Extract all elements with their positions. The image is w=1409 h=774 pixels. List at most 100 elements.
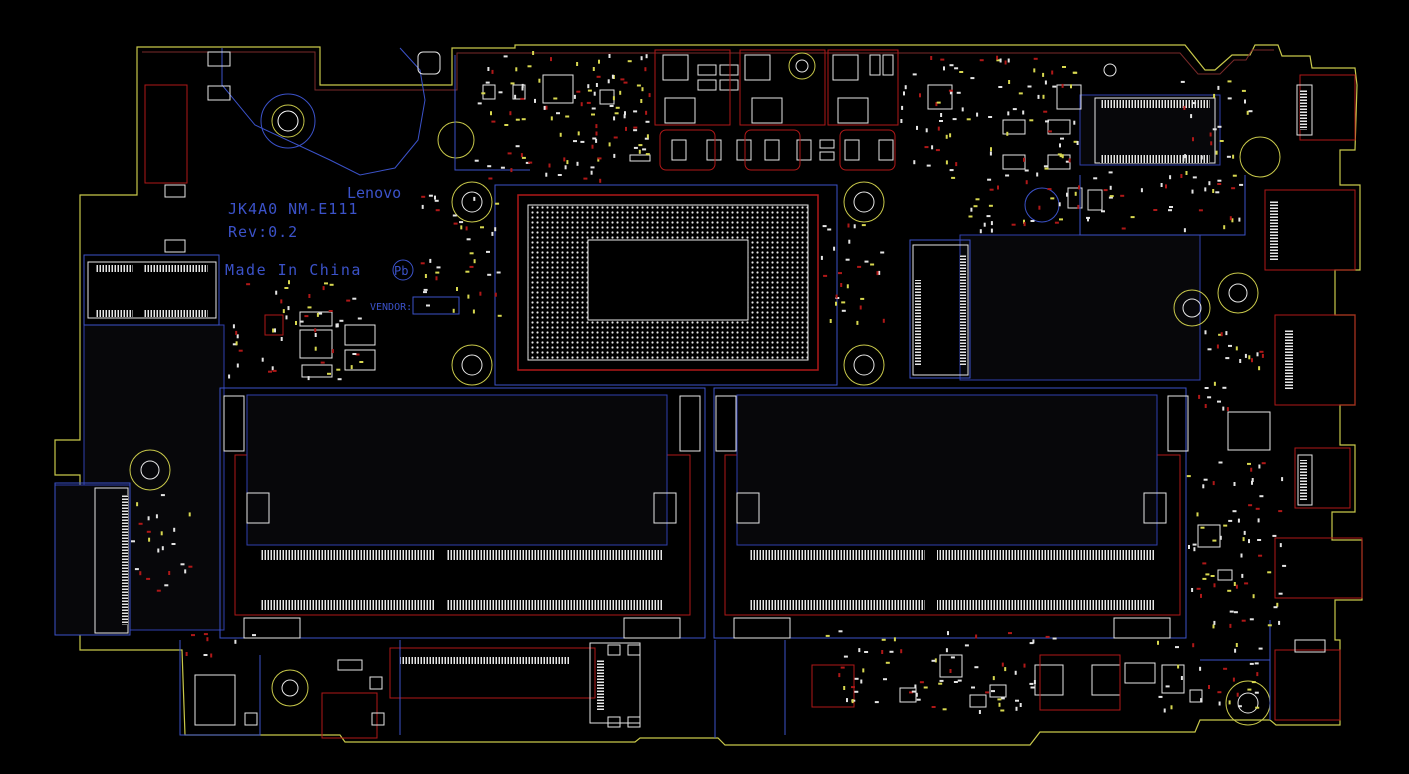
smd-pad <box>870 263 875 266</box>
smd-pad <box>841 309 846 312</box>
smd-pad <box>947 631 949 636</box>
smd-pad <box>1196 512 1199 517</box>
smd-pad <box>1130 216 1135 219</box>
smd-pad <box>949 90 952 95</box>
smd-pad <box>985 691 990 694</box>
smd-pad <box>576 62 579 66</box>
smd-pad <box>272 328 275 333</box>
smd-pad <box>931 706 936 708</box>
smd-pad <box>983 222 986 227</box>
smd-pad <box>1183 228 1186 233</box>
smd-pad <box>1231 218 1234 223</box>
smd-pad <box>949 64 954 67</box>
smd-pad <box>1108 171 1113 174</box>
smd-pad <box>1198 394 1201 399</box>
smd-pad <box>1196 587 1201 590</box>
smd-pad <box>625 126 627 131</box>
smd-pad <box>833 246 836 251</box>
smd-pad <box>1193 547 1196 552</box>
smd-pad <box>1217 691 1222 694</box>
smd-pad <box>1198 209 1203 212</box>
pb-mark-circle <box>392 259 414 281</box>
smd-pad <box>598 59 600 64</box>
smd-pad <box>943 66 945 71</box>
smd-pad <box>1232 154 1235 159</box>
smd-pad <box>563 157 566 162</box>
smd-pad <box>557 174 562 176</box>
smd-pad <box>1188 545 1190 549</box>
smd-pad <box>534 98 536 103</box>
bottom-ffc-connector <box>389 642 641 724</box>
smd-pad <box>1205 573 1210 576</box>
smd-pad <box>355 353 360 356</box>
smd-pad <box>480 226 484 229</box>
smd-pad <box>1037 94 1040 99</box>
smd-pad <box>1059 143 1061 148</box>
smd-pad <box>271 366 274 371</box>
smd-pad <box>452 214 457 217</box>
power-inductor-outlines <box>654 49 899 171</box>
smd-pad <box>845 258 850 261</box>
smd-pad <box>846 698 848 703</box>
smd-pad <box>987 178 992 181</box>
smd-pad <box>1207 348 1212 351</box>
smd-pad <box>490 111 492 116</box>
smd-pad <box>961 107 964 112</box>
smd-pad <box>1235 346 1238 351</box>
smd-pad <box>472 309 475 314</box>
smd-pad <box>1220 332 1223 337</box>
smd-pad <box>246 283 251 286</box>
smd-pad <box>1217 85 1220 90</box>
smd-pad <box>592 137 597 140</box>
smd-pad <box>988 116 993 118</box>
smd-pad <box>1044 80 1047 85</box>
smd-pad <box>1235 643 1238 647</box>
smd-pad <box>1281 477 1284 482</box>
smd-pad <box>515 118 520 121</box>
smd-pad <box>280 299 283 304</box>
smd-pad <box>424 274 427 278</box>
smd-pad <box>580 140 585 143</box>
smd-pad <box>835 301 837 306</box>
smd-pad <box>1219 140 1224 142</box>
audio-jack <box>1274 639 1341 721</box>
smd-pad <box>1158 695 1163 698</box>
smd-pad <box>285 315 288 320</box>
smd-pad <box>975 198 980 201</box>
smd-pad <box>935 149 940 152</box>
smd-pad <box>426 304 430 307</box>
smd-pad <box>1223 225 1226 230</box>
smd-pad <box>611 74 614 79</box>
smd-pad <box>1068 158 1071 163</box>
smd-pad <box>970 207 973 212</box>
smd-pad <box>488 177 493 180</box>
smd-pad <box>1258 647 1263 650</box>
smd-pad <box>919 93 921 98</box>
cpu-package <box>451 181 885 386</box>
smd-pad <box>596 75 601 78</box>
smd-pad <box>494 227 497 232</box>
smd-pad <box>521 156 526 159</box>
smd-pad <box>1244 99 1246 104</box>
smd-pad <box>521 86 524 91</box>
smd-pad <box>1232 510 1237 513</box>
smd-pad <box>942 708 947 711</box>
smd-pad <box>1233 611 1238 614</box>
smd-pad <box>823 274 828 277</box>
smd-pad <box>203 633 208 636</box>
smd-pad <box>934 658 937 663</box>
smd-pad <box>1192 102 1197 105</box>
smd-pad <box>1184 154 1187 159</box>
smd-pad <box>923 686 928 689</box>
smd-pad <box>900 119 903 123</box>
smd-pad <box>913 160 916 165</box>
smd-pad <box>976 112 979 117</box>
smd-pad <box>841 301 846 304</box>
smd-pad <box>1014 670 1017 675</box>
smd-pad <box>496 271 501 274</box>
smd-pad <box>623 81 628 84</box>
smd-pad <box>1160 183 1163 187</box>
smd-pad <box>1052 85 1057 88</box>
smd-pad <box>633 129 638 132</box>
smd-pad <box>1259 350 1264 353</box>
